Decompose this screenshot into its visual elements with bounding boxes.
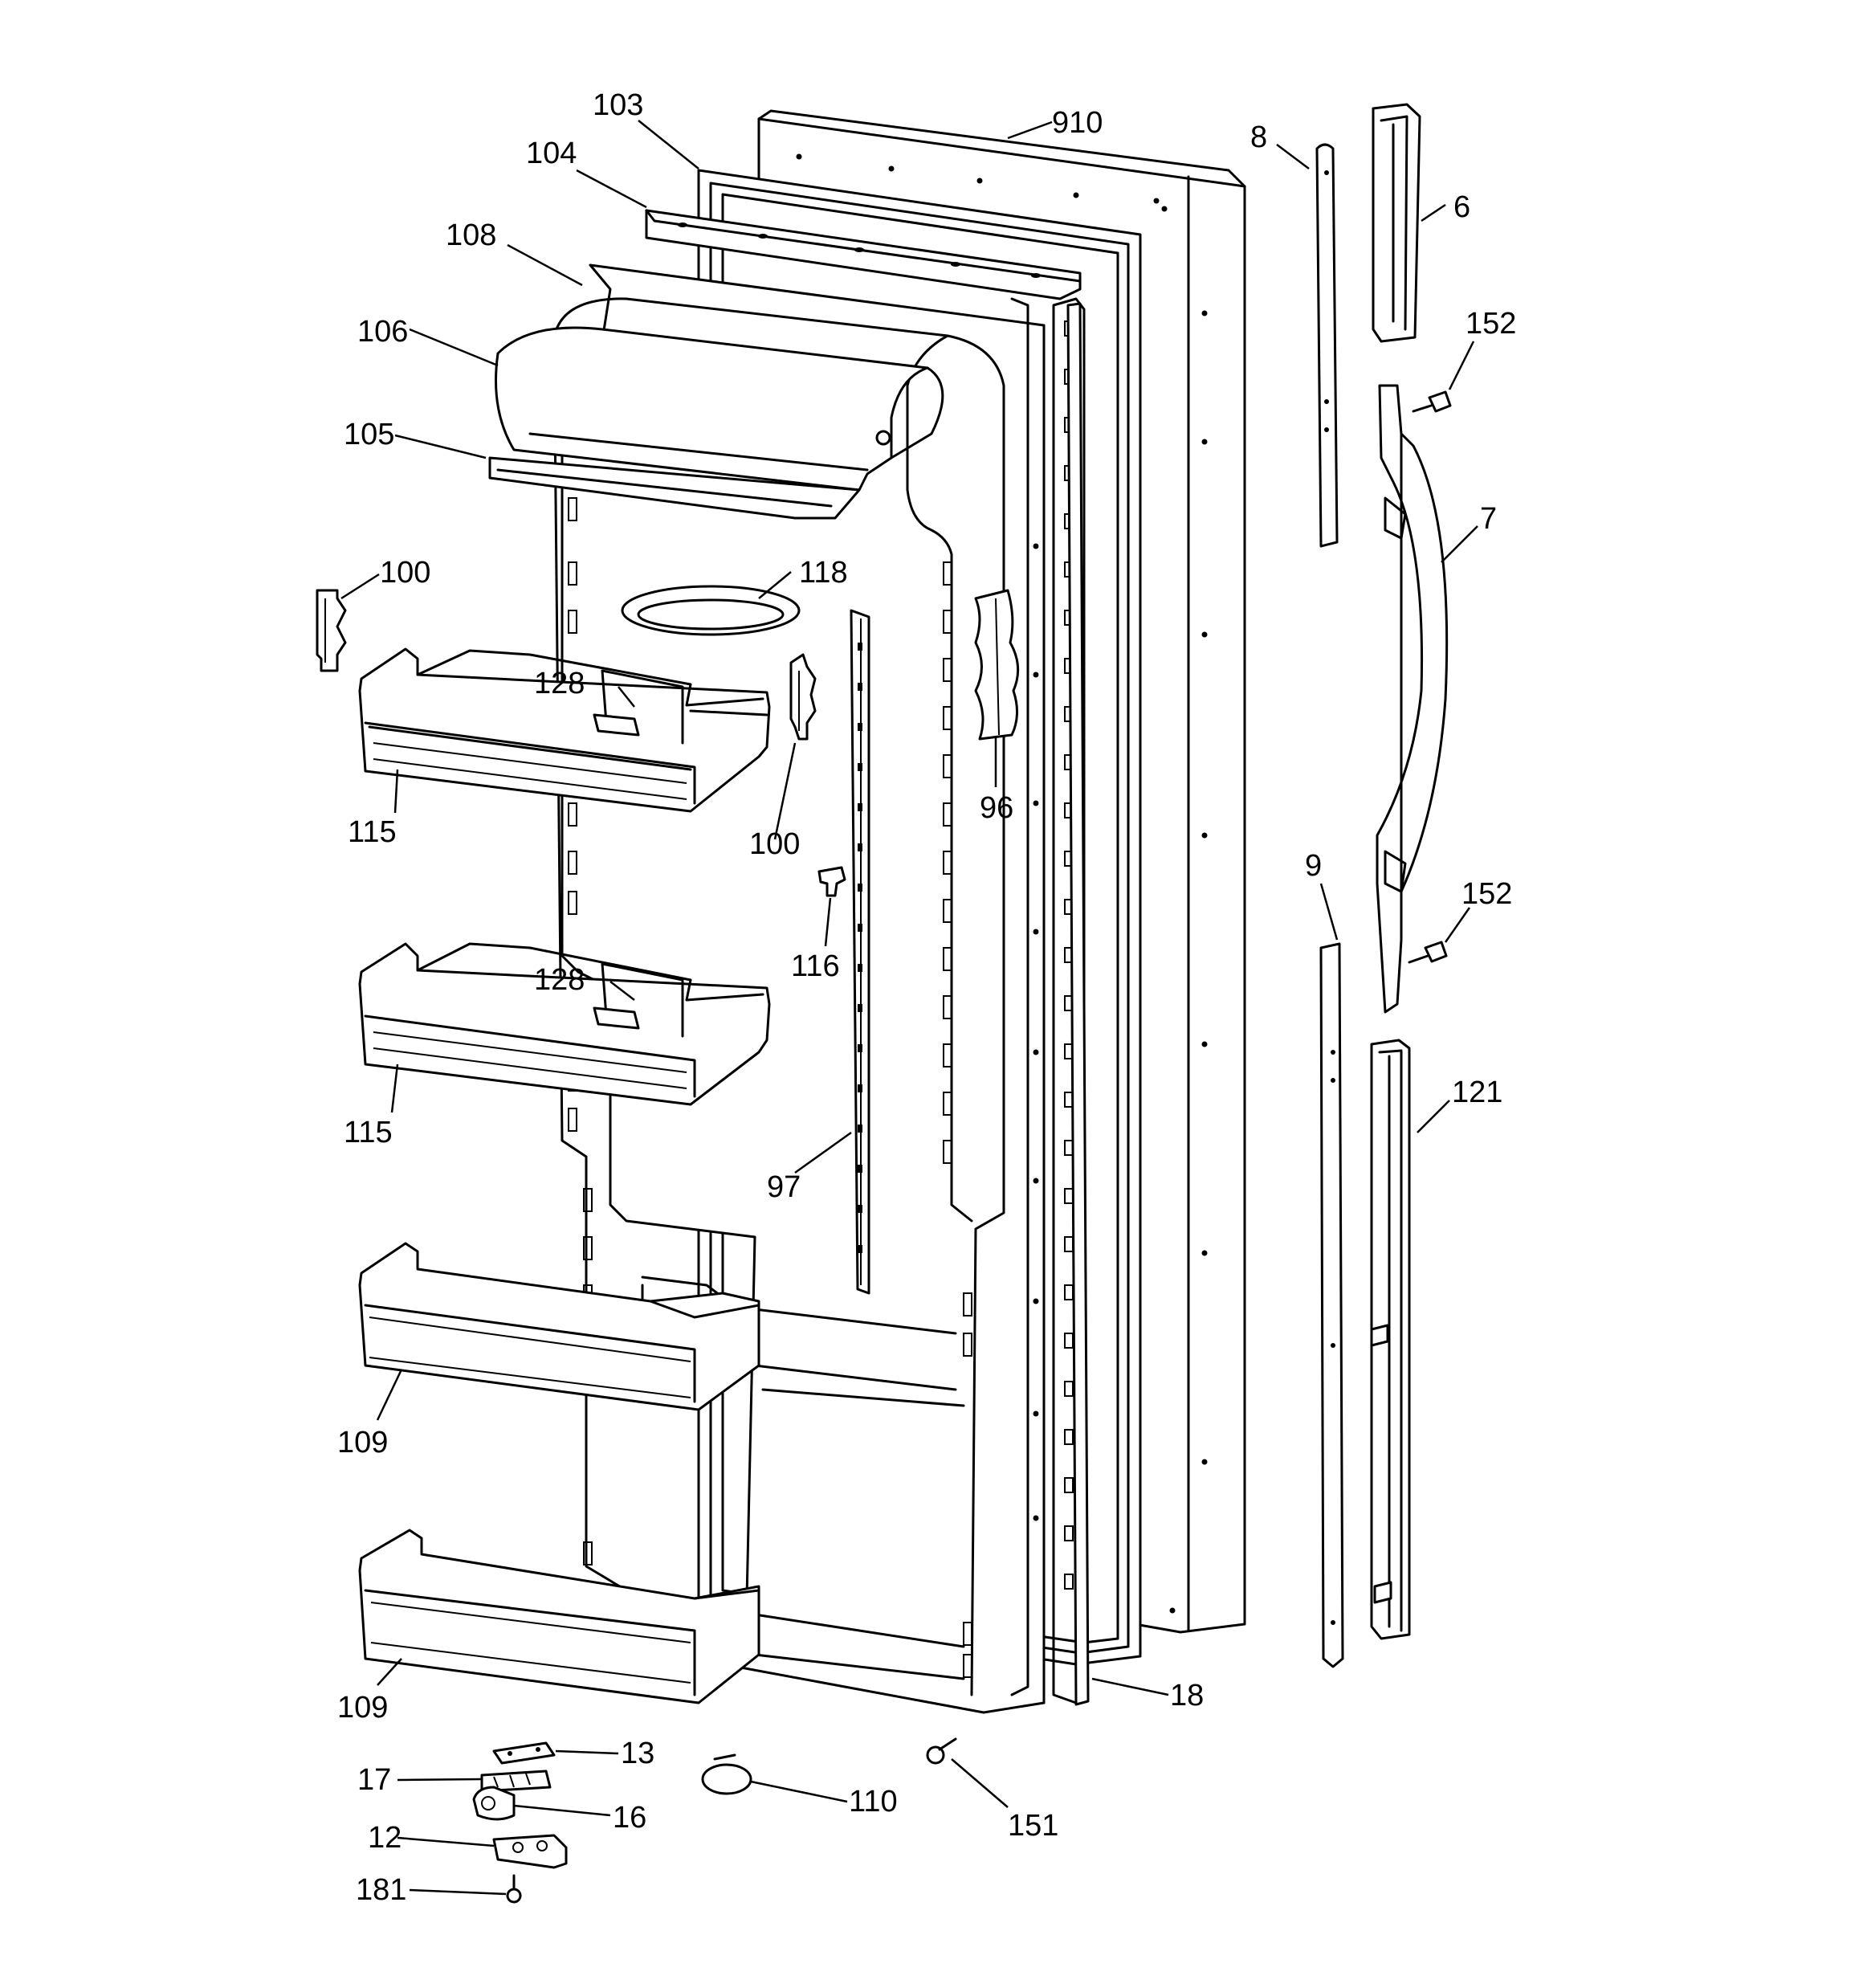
leader-lines	[340, 120, 1478, 1896]
door-bin-115-upper	[358, 647, 771, 813]
callout-104: 104	[526, 137, 577, 170]
butter-tray	[621, 585, 801, 636]
callout-100-right: 100	[749, 827, 800, 861]
callout-118: 118	[799, 556, 848, 590]
callout-108: 108	[446, 218, 496, 252]
screw-152-lower	[1408, 941, 1448, 964]
shelf-support-bracket-left	[316, 589, 347, 672]
callout-128-upper: 128	[534, 667, 585, 700]
callout-12: 12	[368, 1821, 402, 1855]
trim-top	[1315, 143, 1339, 548]
callout-151: 151	[1008, 1809, 1058, 1843]
door-bin-115-lower	[358, 942, 771, 1106]
callout-110: 110	[849, 1785, 898, 1819]
gasket-strip	[1066, 302, 1090, 1706]
callout-121: 121	[1452, 1076, 1502, 1109]
callout-109-upper: 109	[337, 1426, 388, 1459]
callout-103: 103	[593, 88, 643, 122]
callout-6: 6	[1453, 190, 1470, 224]
cam-110	[701, 1753, 752, 1795]
callout-18: 18	[1170, 1679, 1204, 1712]
callout-115-upper: 115	[348, 815, 397, 849]
screw-181	[506, 1874, 522, 1904]
callout-181: 181	[356, 1873, 406, 1907]
callout-9: 9	[1305, 849, 1322, 883]
handle-end-cap-bottom	[1370, 1039, 1411, 1640]
callout-109-lower: 109	[337, 1691, 388, 1725]
gasket-insulation	[974, 589, 1020, 741]
callout-152-upper: 152	[1466, 307, 1516, 341]
trim-bottom	[1319, 942, 1344, 1668]
callout-8: 8	[1250, 120, 1267, 154]
dairy-compartment-door	[495, 326, 944, 492]
shelf-rail	[850, 609, 870, 1295]
door-handle	[1376, 384, 1449, 1014]
screw-151	[926, 1737, 957, 1765]
callout-105: 105	[344, 418, 394, 451]
callout-128-lower: 128	[534, 963, 585, 997]
callout-100-left: 100	[380, 556, 430, 590]
screw-152-upper	[1412, 390, 1452, 413]
callout-16: 16	[613, 1801, 646, 1835]
hinge-shim-17	[480, 1770, 552, 1793]
shelf-support-bracket-right	[789, 653, 817, 741]
callout-115-lower: 115	[344, 1116, 393, 1149]
callout-106: 106	[357, 315, 408, 349]
callout-13: 13	[621, 1737, 654, 1770]
hinge-plate-13	[492, 1741, 556, 1765]
hinge-bushing-16	[472, 1786, 516, 1821]
dairy-door-retainer	[488, 456, 861, 520]
hinge-bracket-12	[492, 1834, 568, 1869]
shelf-clip	[817, 866, 846, 897]
callout-97: 97	[767, 1170, 801, 1204]
callout-labels: 910 103 104 108 106 105 100 118 128 115 …	[337, 88, 1516, 1907]
callout-96: 96	[980, 791, 1013, 825]
callout-910: 910	[1052, 106, 1103, 140]
door-shelf-109-upper	[358, 1242, 760, 1411]
top-hinge-plate	[645, 209, 1082, 300]
callout-116: 116	[791, 949, 840, 983]
callout-7: 7	[1480, 502, 1497, 536]
callout-17: 17	[357, 1763, 391, 1797]
callout-152-lower: 152	[1461, 877, 1512, 911]
door-shelf-109-lower	[358, 1529, 760, 1704]
handle-end-cap-top	[1372, 103, 1421, 343]
